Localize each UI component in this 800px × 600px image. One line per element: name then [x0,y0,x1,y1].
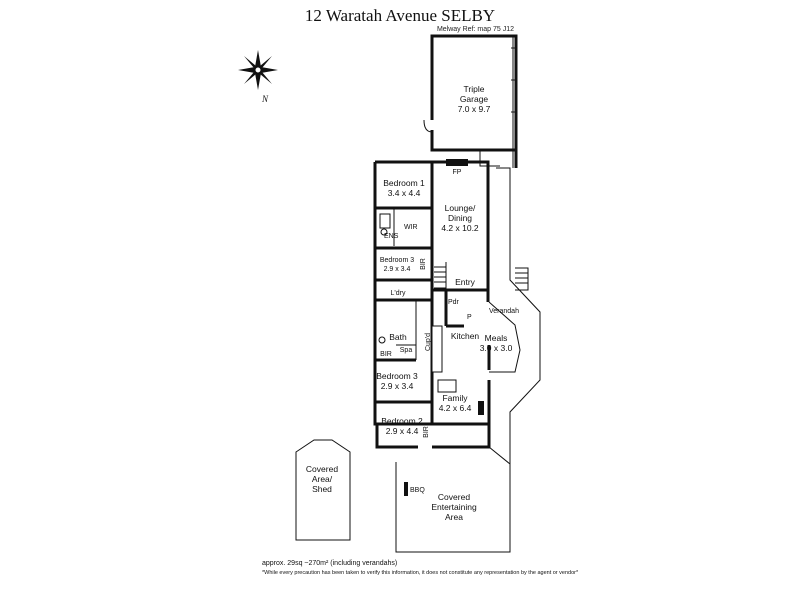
garage-label-1: Triple [464,84,485,94]
ldry-label: L'dry [391,290,406,297]
plan-title: 12 Waratah Avenue SELBY [304,6,496,25]
lounge-dim: 4.2 x 10.2 [441,223,479,233]
bedroom2-label: Bedroom 2 [381,416,423,426]
family-label: Family [442,393,468,403]
disclaimer: *While every precaution has been taken t… [262,570,579,576]
bedroom2-dim: 2.9 x 4.4 [386,426,419,436]
garage-label-2: Garage [460,94,489,104]
bir-label-1: BIR [420,258,427,270]
bedroom3b-dim: 2.9 x 3.4 [381,381,414,391]
lounge-label-1: Lounge/ [445,203,476,213]
bedroom3a-label: Bedroom 3 [380,257,414,264]
bedroom1-label: Bedroom 1 [383,178,425,188]
entertaining-label-3: Area [445,512,463,522]
internal-walls [375,162,488,424]
covered-shed-label-1: Covered [306,464,338,474]
p-label: P [467,314,472,321]
garage-dim: 7.0 x 9.7 [458,104,491,114]
bath-label: Bath [389,332,407,342]
pdr-label: Pdr [448,299,460,306]
meals-label: Meals [485,333,508,343]
garage [423,34,518,168]
bedroom1-dim: 3.4 x 4.4 [388,188,421,198]
entry-label: Entry [455,277,476,287]
bir-label-3: BIR [423,426,430,438]
fireplace-label: FP [453,169,462,176]
meals-dim: 3.0 x 3.0 [480,343,513,353]
lounge-label-2: Dining [448,213,472,223]
wir-label: WIR [404,224,418,231]
entertaining-label-2: Entertaining [431,502,477,512]
entertaining-label-1: Covered [438,492,470,502]
compass-icon [238,50,278,90]
area-note: approx. 29sq ~270m² (including verandahs… [262,560,398,567]
cupd-label: Cup'd [425,333,432,351]
spa-label: Spa [400,347,413,354]
bedroom3b-label: Bedroom 3 [376,371,418,381]
ens-label: ENS [384,233,399,240]
room-labels: Triple Garage 7.0 x 9.7 FP Bedroom 1 3.4… [306,84,519,522]
covered-area-shed [295,439,351,541]
family-dim: 4.2 x 6.4 [439,403,472,413]
bedroom3a-dim: 2.9 x 3.4 [384,266,411,273]
covered-shed-label-3: Shed [312,484,332,494]
verandah-label: Verandah [489,308,519,315]
melway-ref: Melway Ref: map 75 J12 [436,26,514,33]
kitchen-label: Kitchen [451,331,480,341]
north-label: N [262,94,269,104]
bir-label-2: BIR [380,351,392,358]
covered-shed-label-2: Area/ [312,474,333,484]
covered-entertaining-area [395,446,511,553]
bbq-label: BBQ [410,487,425,494]
